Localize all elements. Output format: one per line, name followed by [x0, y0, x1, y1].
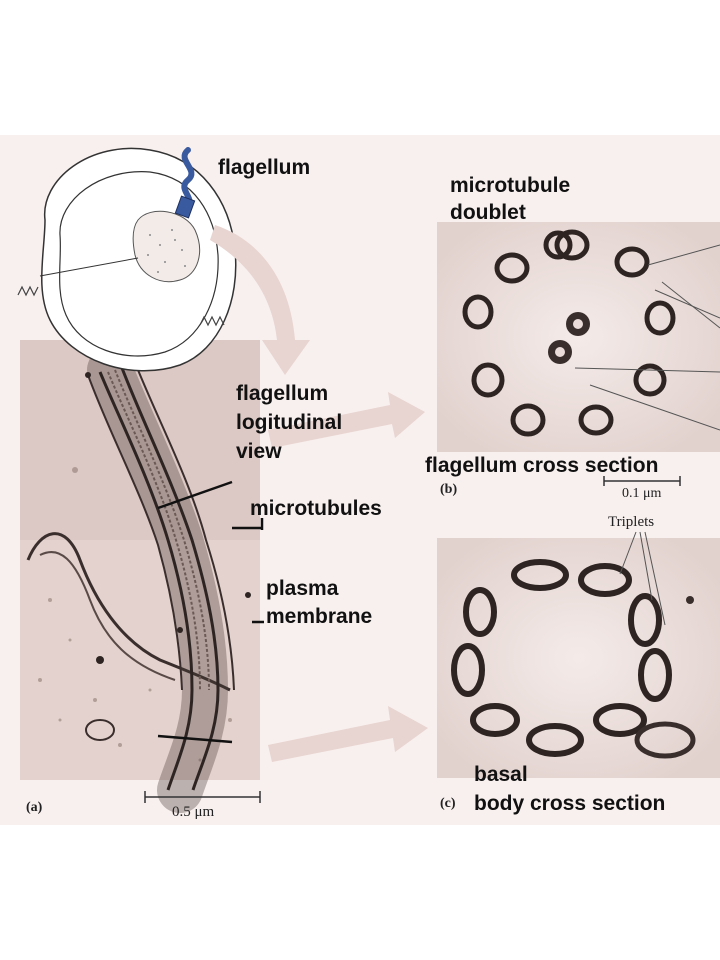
label-flagellum: flagellum [218, 156, 311, 179]
scale-bar-01um [603, 476, 681, 486]
panel-label-c: (c) [440, 796, 456, 811]
label-flagellum-cross-section: flagellum cross section [425, 454, 659, 477]
panel-label-a: (a) [26, 800, 43, 815]
nucleus [132, 210, 201, 283]
label-plasma-1: plasma [266, 577, 339, 600]
flagellum-cross-section-micrograph [437, 222, 720, 452]
label-longitudinal-1: flagellum [236, 382, 329, 405]
label-basal-1: basal [474, 763, 528, 786]
label-longitudinal-3: view [236, 440, 282, 463]
scale-label-05um: 0.5 μm [172, 804, 215, 820]
scale-label-01um: 0.1 μm [622, 486, 662, 501]
label-plasma-2: membrane [266, 605, 373, 628]
basal-body-cross-section-micrograph [437, 531, 720, 778]
panel-label-b: (b) [440, 482, 458, 497]
label-microtubule-doublet-2: doublet [450, 201, 526, 224]
scale-bar-05um [144, 791, 261, 803]
label-basal-2: body cross section [474, 792, 666, 815]
flagellum-shaft [87, 347, 229, 813]
pointer-arrows [210, 225, 428, 762]
label-triplets: Triplets [608, 514, 655, 530]
label-longitudinal-2: logitudinal [236, 411, 343, 434]
label-microtubules: microtubules [250, 497, 382, 520]
longitudinal-micrograph [20, 340, 260, 813]
label-microtubule-doublet-1: microtubule [450, 174, 571, 197]
cell-sketch [17, 147, 237, 372]
